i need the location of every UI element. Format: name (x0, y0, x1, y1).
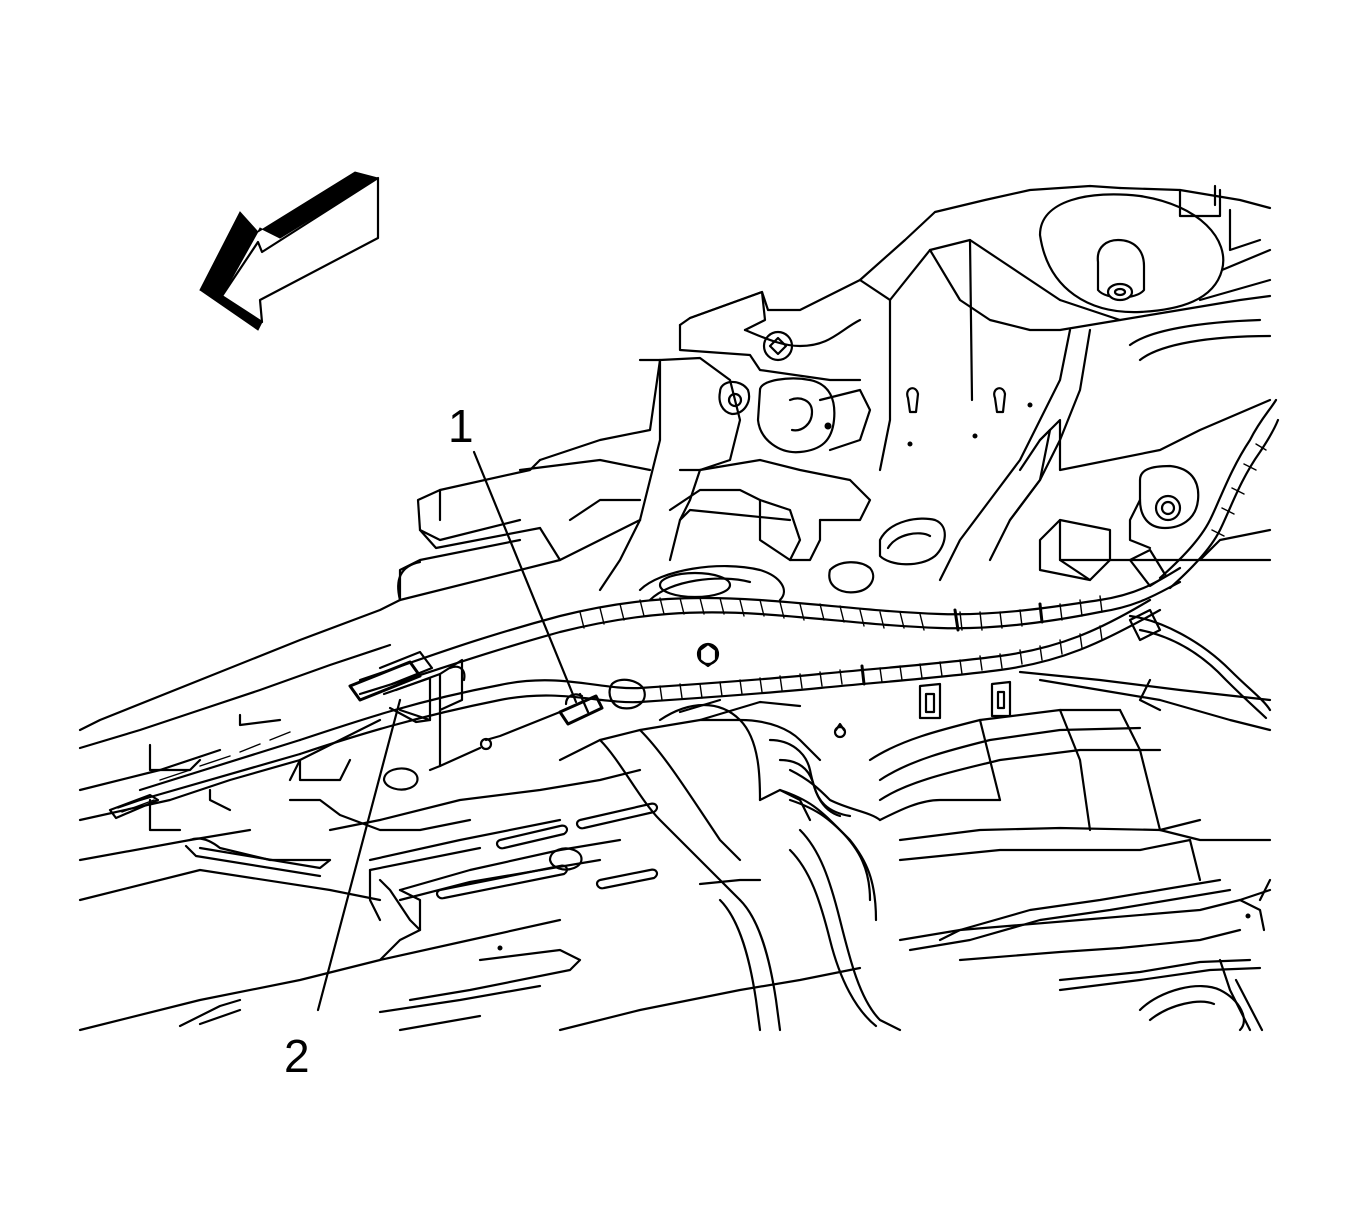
floor-pan (78, 560, 1272, 1032)
callout-leaders (316, 450, 578, 1012)
callout-1-leader (472, 450, 578, 704)
parking-brake-cable (138, 398, 1280, 802)
callout-1-label: 1 (448, 400, 474, 452)
left-rail (78, 358, 662, 832)
front-direction-arrow-icon (199, 171, 380, 331)
center-mount-bracket (558, 290, 946, 602)
callout-2-leader (316, 698, 402, 1012)
frame-structure (688, 184, 1272, 582)
callout-2-label: 2 (284, 1030, 310, 1082)
